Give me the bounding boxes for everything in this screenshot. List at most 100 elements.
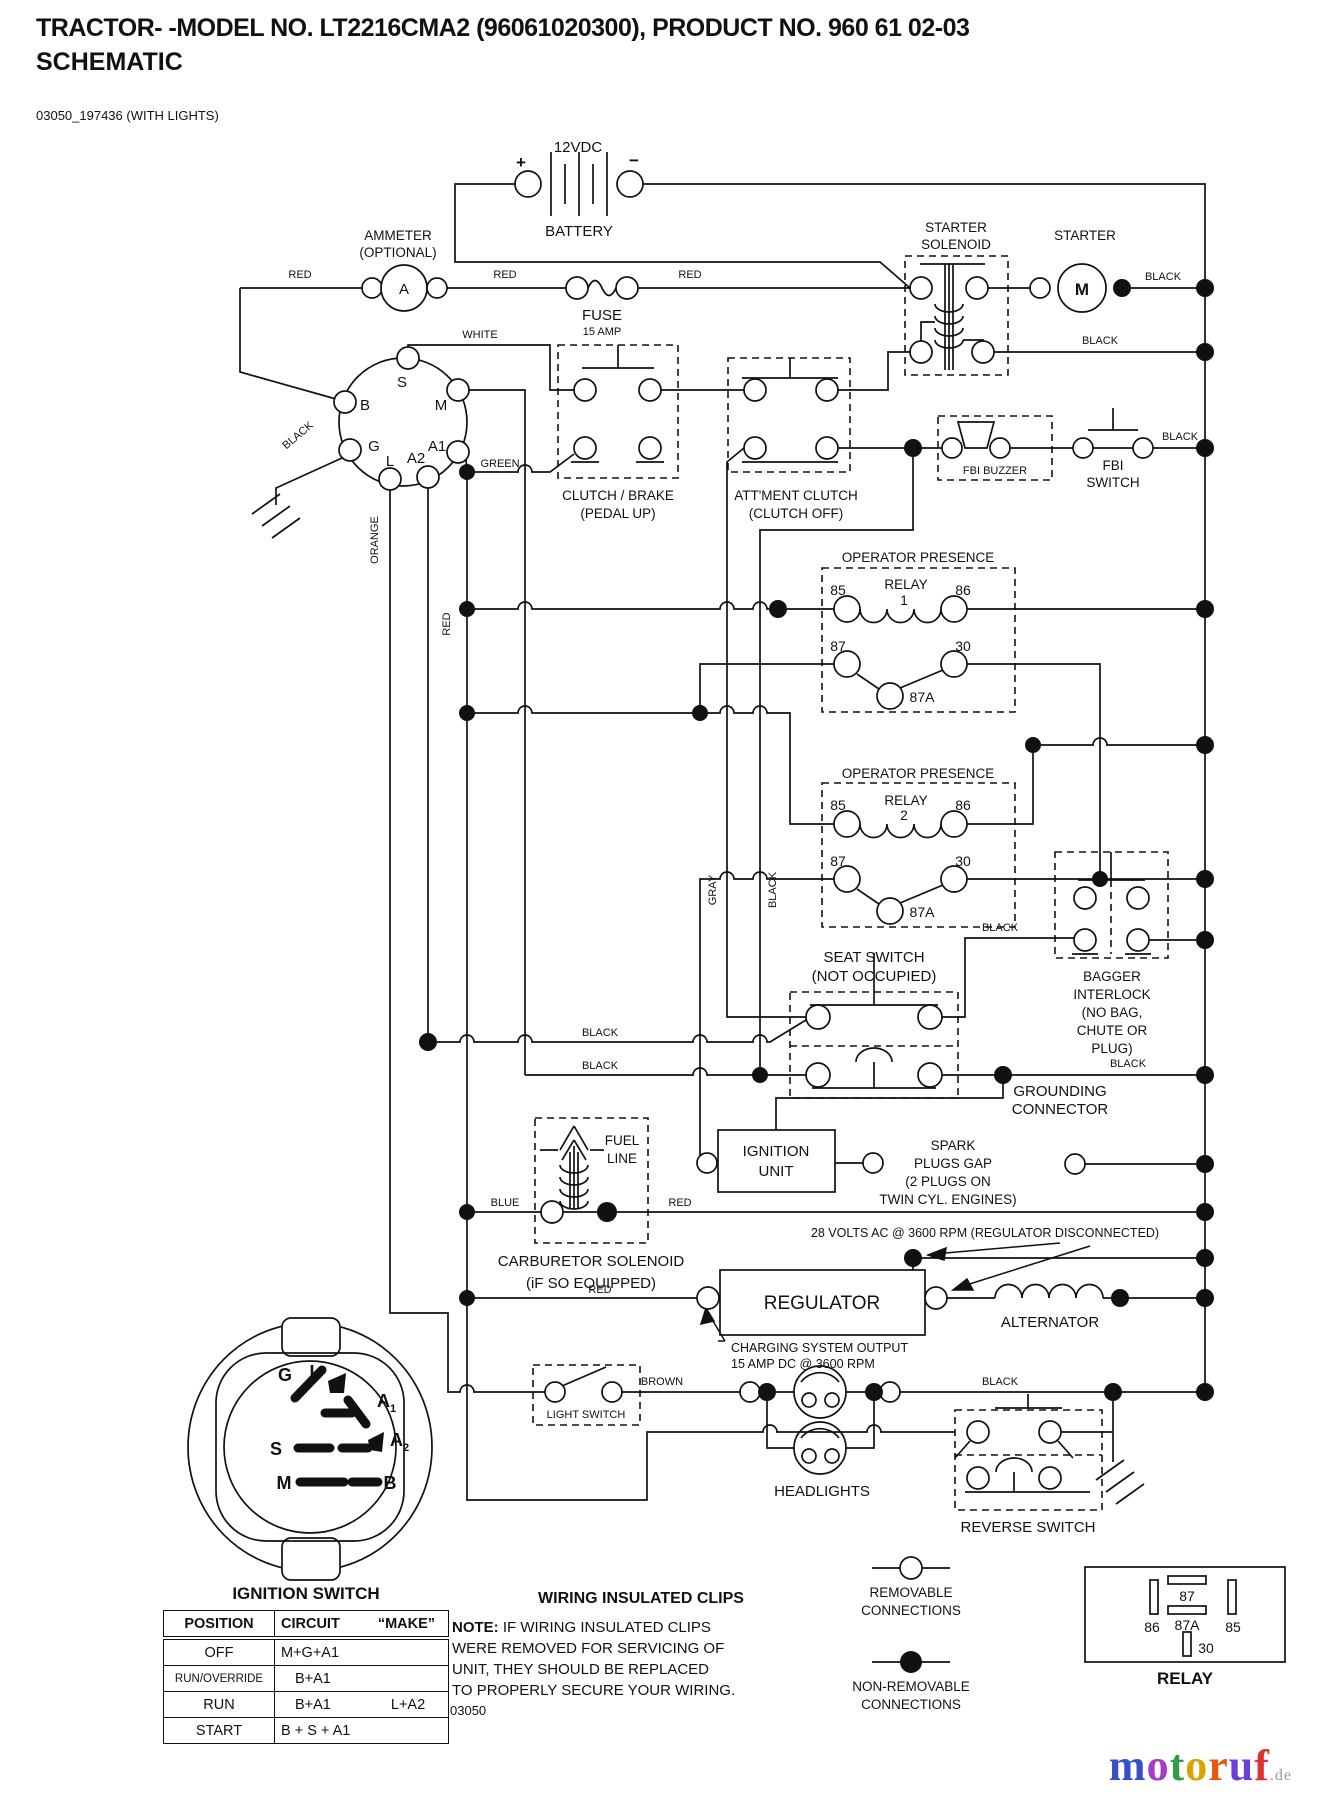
relay2-number: 2 — [900, 808, 908, 823]
relay2-pin87: 87 — [830, 853, 846, 869]
wire-black-vert: BLACK — [767, 871, 779, 908]
relay-legend-box — [1084, 1566, 1286, 1663]
connector-pin-a1: A — [377, 1391, 390, 1411]
seat-switch-symbol — [810, 953, 938, 1089]
ign-terminal-s: S — [397, 374, 407, 391]
relay1-title: OPERATOR PRESENCE — [842, 550, 995, 565]
starter-solenoid-box — [904, 255, 1009, 376]
legend-removable-2: CONNECTIONS — [861, 1603, 961, 1618]
headlights-label: HEADLIGHTS — [774, 1483, 870, 1500]
ign-terminal-l: L — [386, 453, 394, 470]
ignition-unit-label-1: IGNITION — [743, 1143, 810, 1160]
relay2-title: OPERATOR PRESENCE — [842, 766, 995, 781]
battery-plus: + — [516, 153, 526, 172]
wire-black-seat2: BLACK — [582, 1060, 619, 1072]
carb-label-2: (iF SO EQUIPPED) — [526, 1275, 656, 1292]
regulator-ac-note: 28 VOLTS AC @ 3600 RPM (REGULATOR DISCON… — [811, 1226, 1159, 1240]
ign-terminal-a1: A1 — [428, 438, 446, 455]
starter-solenoid-symbol — [920, 263, 985, 370]
relay-legend-86: 86 — [1144, 1619, 1160, 1635]
relay2-symbol — [856, 823, 944, 905]
charging-note-1: CHARGING SYSTEM OUTPUT — [731, 1341, 908, 1355]
legend-nonremovable-1: NON-REMOVABLE — [852, 1679, 970, 1694]
starter-solenoid-label-2: SOLENOID — [921, 237, 991, 252]
reverse-switch-label: REVERSE SWITCH — [960, 1519, 1095, 1536]
wire-black-seat1: BLACK — [582, 1027, 619, 1039]
clutch-brake-symbol — [571, 345, 664, 463]
wire-red-vert: RED — [441, 612, 453, 635]
spark-label-3: (2 PLUGS ON — [905, 1174, 991, 1189]
junction-dots — [419, 279, 1214, 1673]
regulator-box — [719, 1269, 926, 1336]
relay2-box — [821, 782, 1016, 928]
ammeter-label-1: AMMETER — [364, 228, 432, 243]
relay2-pin85: 85 — [830, 797, 846, 813]
charging-note-2: 15 AMP DC @ 3600 RPM — [731, 1357, 875, 1371]
relay2-subtitle: RELAY — [884, 793, 927, 808]
starter-label: STARTER — [1054, 228, 1116, 243]
relay1-pin87a: 87A — [910, 689, 936, 705]
relay1-subtitle: RELAY — [884, 577, 927, 592]
fbi-switch-symbol — [1088, 408, 1138, 431]
connector-pin-g: G — [278, 1365, 292, 1385]
headlight-symbols — [793, 1365, 847, 1475]
ignition-switch-heading: IGNITION SWITCH — [232, 1584, 380, 1603]
wire-gray: GRAY — [707, 874, 719, 905]
wire-black-ground: BLACK — [280, 419, 316, 452]
relay-legend-30: 30 — [1198, 1640, 1214, 1656]
fbi-buzzer-symbol — [956, 421, 996, 449]
wire-red-1: RED — [288, 269, 311, 281]
page-subtitle: SCHEMATIC — [36, 48, 183, 76]
attment-clutch-label-2: (CLUTCH OFF) — [749, 506, 844, 521]
fbi-buzzer-label: FBI BUZZER — [963, 465, 1027, 477]
relay-legend-label: RELAY — [1157, 1669, 1214, 1688]
connector-pin-s: S — [270, 1439, 282, 1459]
relay2-pin87a: 87A — [910, 904, 936, 920]
clutch-brake-label-2: (PEDAL UP) — [580, 506, 655, 521]
battery-minus: − — [629, 151, 639, 170]
relay1-pin30: 30 — [955, 638, 971, 654]
fuse-rating: 15 AMP — [583, 326, 622, 338]
relay1-number: 1 — [900, 593, 908, 608]
connector-pin-l: L — [310, 1362, 321, 1382]
carb-label-1: CARBURETOR SOLENOID — [498, 1253, 685, 1270]
fuel-label-1: FUEL — [605, 1133, 640, 1148]
col-position: POSITION — [163, 1610, 275, 1640]
wiring-clips-heading: WIRING INSULATED CLIPS — [538, 1590, 744, 1607]
wire-red-reg: RED — [588, 1284, 611, 1296]
relay-legend-87a: 87A — [1175, 1617, 1201, 1633]
carburetor-box — [534, 1117, 649, 1244]
clutch-brake-label-1: CLUTCH / BRAKE — [562, 488, 674, 503]
footer-reference: 03050 — [450, 1703, 487, 1718]
wire-black-starter: BLACK — [1145, 271, 1182, 283]
wire-black-headlights: BLACK — [982, 1376, 1019, 1388]
wire-orange: ORANGE — [369, 516, 381, 564]
connector-pin-a2: A — [390, 1430, 403, 1450]
relay2-pin86: 86 — [955, 797, 971, 813]
battery-voltage: 12VDC — [554, 139, 603, 156]
connector-pin-a1-sub: 1 — [390, 1403, 396, 1415]
wiring-clips-note: WIRING INSULATED CLIPS NOTE: IF WIRING I… — [452, 1588, 830, 1701]
fuel-label-2: LINE — [607, 1151, 637, 1166]
attment-clutch-label-1: ATT'MENT CLUTCH — [734, 488, 858, 503]
wire-blue: BLUE — [491, 1197, 520, 1209]
seat-switch-label-1: SEAT SWITCH — [823, 949, 924, 966]
relay2-pin30: 30 — [955, 853, 971, 869]
relay-legend-87: 87 — [1179, 1588, 1195, 1604]
starter-symbol: M — [1075, 280, 1089, 299]
wire-brown: BROWN — [641, 1376, 683, 1388]
spark-label-1: SPARK — [931, 1138, 976, 1153]
bagger-label-3: (NO BAG, — [1082, 1005, 1143, 1020]
ign-terminal-b: B — [360, 397, 370, 414]
grounding-label-2: CONNECTOR — [1012, 1101, 1109, 1118]
wire-red-carb: RED — [668, 1197, 691, 1209]
reverse-switch-box — [954, 1409, 1103, 1511]
ignition-connector-symbol — [187, 1317, 433, 1581]
relay-legend-85: 85 — [1225, 1619, 1241, 1635]
attment-clutch-box — [727, 357, 851, 473]
dashed-boxes — [532, 255, 1169, 1511]
starter-solenoid-label-1: STARTER — [925, 220, 987, 235]
regulator-note-arrows — [699, 1242, 1091, 1342]
table-row: OFF M+G+A1 — [163, 1637, 449, 1666]
